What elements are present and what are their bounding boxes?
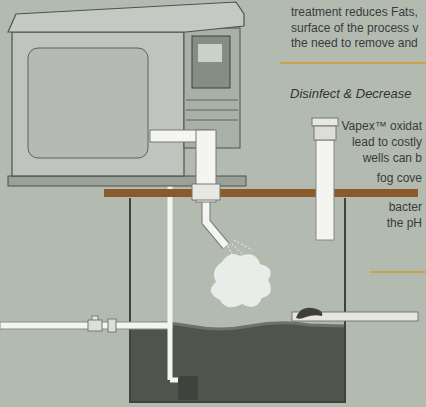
injection-tube — [206, 200, 226, 246]
display-screen — [198, 44, 222, 62]
well-lid-slab — [104, 189, 418, 197]
injection-tube-outline — [206, 200, 226, 246]
fitting-line — [186, 100, 238, 101]
cabinet-roof — [8, 2, 244, 32]
text-line: Vapex™ oxidat — [342, 119, 423, 133]
pipe-collar — [192, 184, 220, 200]
divider-rule — [280, 62, 426, 64]
fitting-line — [186, 120, 238, 121]
vent-cap — [312, 118, 338, 126]
spray-lines — [228, 240, 252, 262]
wastewater-liquid — [131, 323, 344, 401]
pipe-coupling — [108, 319, 116, 332]
text-line: the pH — [387, 216, 422, 230]
text-line: the need to remove and — [291, 36, 418, 50]
spray-line — [234, 240, 252, 250]
cabinet-door — [28, 48, 148, 158]
control-panel — [192, 36, 230, 88]
spray-line — [232, 244, 246, 258]
fitting-line — [186, 110, 238, 111]
text-line: bacter — [389, 200, 422, 214]
divider-rule — [370, 271, 426, 273]
vent-pipe — [316, 140, 334, 240]
text-line: lead to costly — [352, 135, 422, 149]
text-line: surface of the process v — [291, 21, 418, 35]
vent-screen — [314, 126, 336, 140]
text-line: wells can b — [363, 151, 422, 165]
generator-cabinet — [12, 32, 184, 176]
inflow-pipe — [0, 322, 172, 329]
spray-line — [228, 246, 236, 262]
grease-buildup — [296, 308, 322, 319]
submersible-pump — [178, 376, 198, 400]
text-line: fog cove — [377, 171, 422, 185]
rack-fittings — [186, 100, 238, 120]
oxidant-fog — [211, 254, 271, 307]
section-heading: Disinfect & Decrease — [290, 86, 411, 101]
valve-body — [88, 320, 102, 331]
wet-well-wall — [130, 198, 345, 402]
text-line: treatment reduces Fats, — [291, 5, 418, 19]
